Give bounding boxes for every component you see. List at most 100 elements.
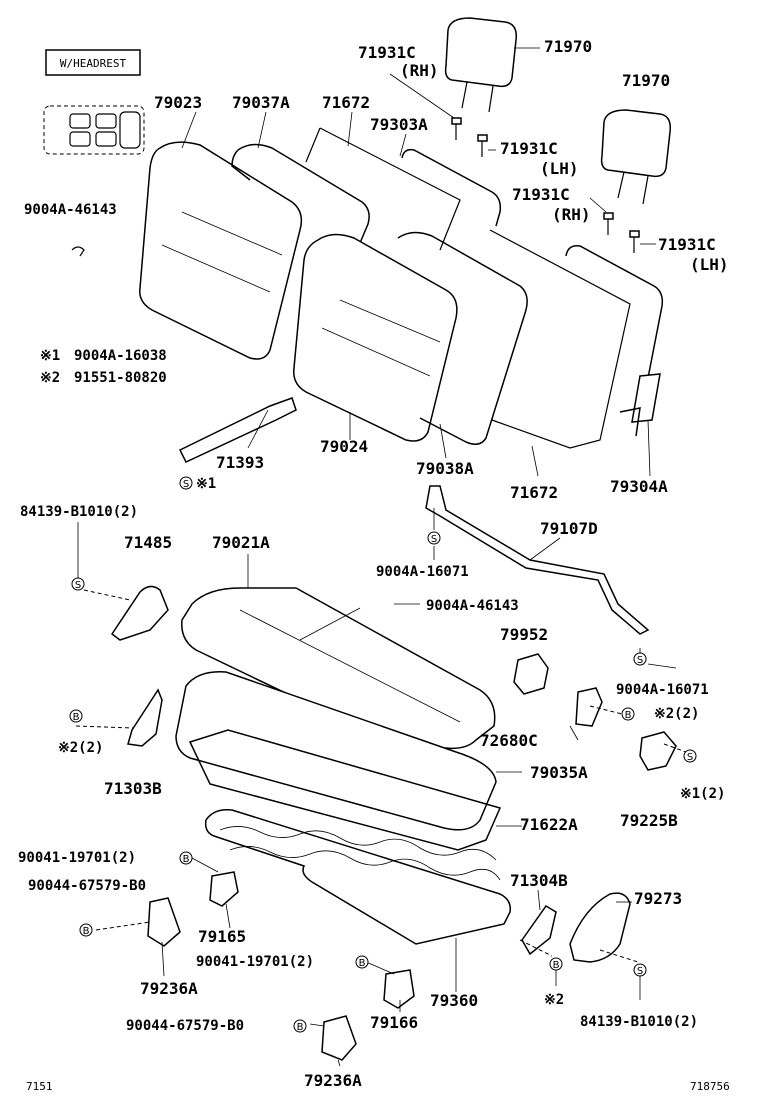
label-90041-a: 90041-19701(2) (18, 850, 136, 866)
label-79038A: 79038A (416, 459, 474, 478)
seat-layout-icon (43, 105, 145, 155)
screw-symbol: S (633, 963, 647, 977)
headrest-badge: W/HEADREST (45, 49, 141, 76)
label-79236A-b: 79236A (304, 1071, 362, 1090)
bolt-symbol: B (79, 923, 93, 937)
bolt-symbol-text: B (183, 854, 190, 865)
lock-72680C (575, 687, 603, 727)
seat-cushion-pad-79035A (175, 671, 497, 831)
bolt-symbol-text: B (297, 1022, 304, 1033)
label-79107D: 79107D (540, 519, 598, 538)
label-90044-a: 90044-67579-B0 (28, 878, 146, 894)
label-79304B-note: ※2 (544, 992, 564, 1008)
seatback-cover-79024 (293, 233, 458, 442)
label-79225B-note: ※1(2) (680, 786, 725, 802)
bolt-symbol: B (293, 1019, 307, 1033)
headrest-guide-lh-2 (629, 230, 640, 253)
part-labels: 79023 79037A 71672 79303A 71931C (RH) 71… (18, 37, 729, 1090)
label-72680C: 72680C (480, 731, 538, 750)
headrest-71970-right (600, 109, 672, 205)
footer-right-code: 718756 (690, 1080, 730, 1093)
bracket-79952 (513, 653, 549, 695)
label-71672-bottom: 71672 (510, 483, 558, 502)
screw-symbol-text: S (637, 966, 643, 977)
label-71485: 71485 (124, 533, 172, 552)
seatback-board-71672-bottom (489, 229, 631, 449)
label-71970-2: 71970 (622, 71, 670, 90)
label-79952: 79952 (500, 625, 548, 644)
label-79037A: 79037A (232, 93, 290, 112)
label-79165: 79165 (198, 927, 246, 946)
label-79225B: 79225B (620, 811, 678, 830)
bolt-symbol: B (355, 955, 369, 969)
cover-79273 (569, 892, 631, 963)
bolt-symbol: B (69, 709, 83, 723)
label-71970-1: 71970 (544, 37, 592, 56)
bolt-symbol-text: B (359, 958, 366, 969)
bolt-symbol: B (549, 957, 563, 971)
legend-part-1: 9004A-16038 (74, 348, 167, 364)
label-71304B: 71304B (510, 871, 568, 890)
bracket-79165 (209, 871, 239, 907)
headrest-guide-lh-1 (477, 134, 488, 157)
footer: 7151 718756 (26, 1080, 730, 1093)
bracket-71303B (127, 688, 163, 747)
seatback-frame-79304A (565, 244, 664, 437)
label-90041-b: 90041-19701(2) (196, 954, 314, 970)
label-79024: 79024 (320, 437, 368, 456)
label-rh-1: (RH) (400, 61, 439, 80)
label-79360: 79360 (430, 991, 478, 1010)
bolt-symbol-text: B (553, 960, 560, 971)
bolt-symbol: B (621, 707, 635, 721)
seatback-frame-79303A (401, 148, 502, 227)
screw-symbol: S (683, 749, 697, 763)
label-79273: 79273 (634, 889, 682, 908)
label-71303B: 71303B (104, 779, 162, 798)
label-9004A-46143-a: 9004A-46143 (24, 202, 117, 218)
seat-rail-79107D (425, 485, 650, 635)
label-79021A: 79021A (212, 533, 270, 552)
label-9004A-16071-a: 9004A-16071 (376, 564, 469, 580)
footer-left-code: 7151 (26, 1080, 53, 1093)
label-79035A: 79035A (530, 763, 588, 782)
screw-symbol-text: S (75, 580, 81, 591)
screw-symbol-text: S (183, 479, 189, 490)
label-79023: 79023 (154, 93, 202, 112)
screw-symbol: S (633, 652, 647, 666)
legend-mark-1: ※1 (40, 348, 60, 364)
bolt-symbol-text: B (73, 712, 80, 723)
screw-symbol-text: S (687, 752, 693, 763)
label-71303B-note: ※2(2) (58, 740, 103, 756)
label-lh-1: (LH) (540, 159, 579, 178)
bolt-symbol: B (179, 851, 193, 865)
headrest-guide-rh-2 (603, 212, 614, 235)
label-71931C-lh-1: 71931C (500, 139, 558, 158)
label-71931C-lh-2: 71931C (658, 235, 716, 254)
bracket-79166 (383, 969, 415, 1009)
screw-symbol: S (179, 476, 193, 490)
cover-79225B (639, 731, 677, 771)
label-71393: 71393 (216, 453, 264, 472)
label-71622A: 71622A (520, 815, 578, 834)
bracket-71304B (521, 904, 557, 956)
label-79236A-a: 79236A (140, 979, 198, 998)
leader-lines (75, 47, 687, 1067)
seatback-pad-79037A (231, 143, 370, 263)
screw-symbol-text: S (431, 534, 437, 545)
label-lh-2: (LH) (690, 255, 729, 274)
legend-part-2: 91551-80820 (74, 370, 167, 386)
badge-text: W/HEADREST (60, 57, 127, 70)
bracket-71485 (110, 585, 169, 641)
bolt-symbol-text: B (625, 710, 632, 721)
seatback-cover-79023 (139, 141, 303, 360)
legend-mark-2: ※2 (40, 370, 60, 386)
seat-frame-79360 (204, 808, 512, 945)
label-90044-b: 90044-67579-B0 (126, 1018, 244, 1034)
label-rh-2: (RH) (552, 205, 591, 224)
seat-cushion-pad-71622A (188, 729, 502, 851)
cover-79236A-bottom (321, 1015, 357, 1061)
label-79304A: 79304A (610, 477, 668, 496)
screw-symbol: S (71, 577, 85, 591)
bolt-symbol-text: B (83, 926, 90, 937)
